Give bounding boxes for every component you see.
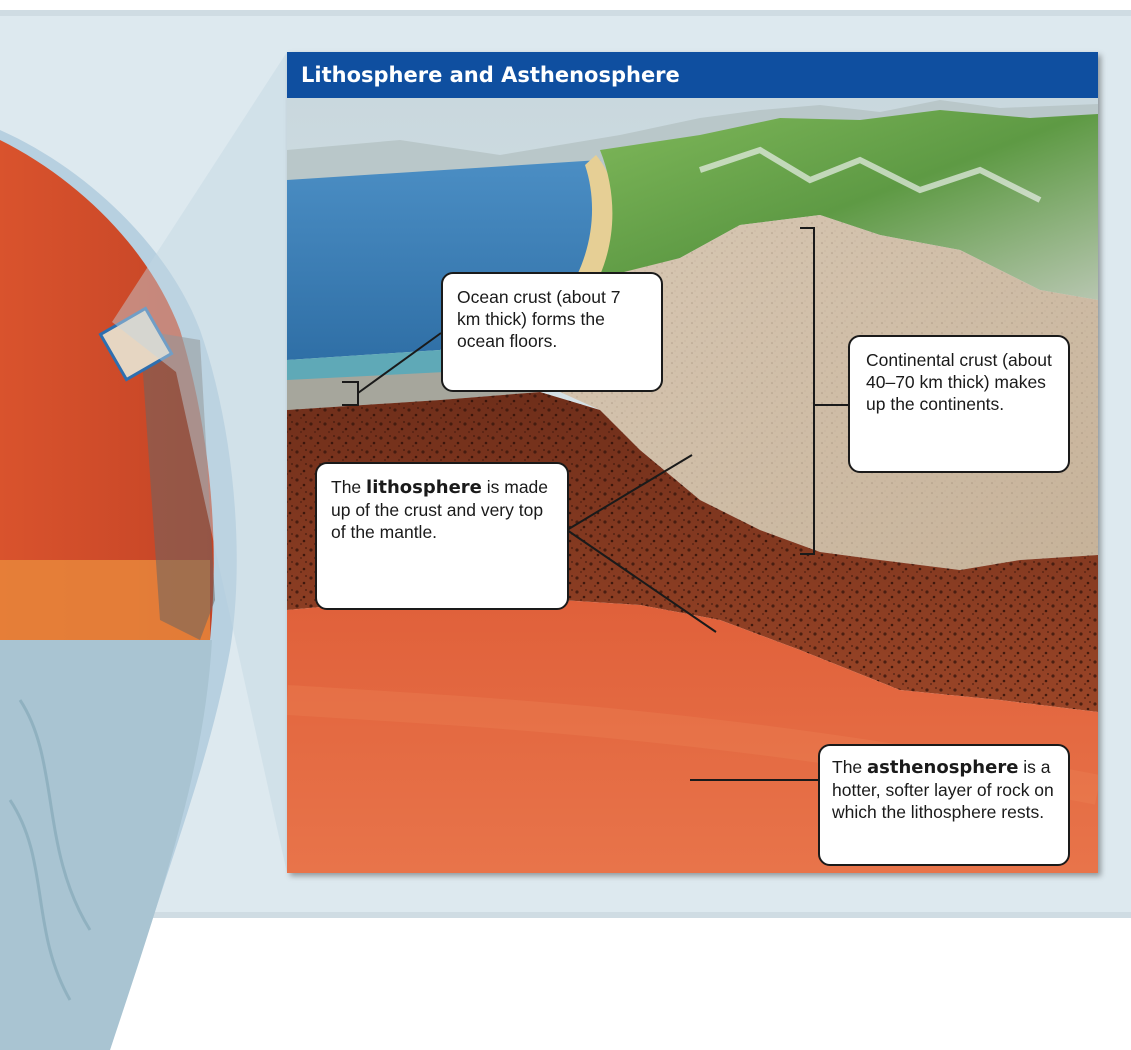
asthenosphere-term: asthenosphere bbox=[867, 757, 1018, 778]
lithosphere-callout-prefix: The bbox=[331, 477, 366, 497]
lithosphere-term: lithosphere bbox=[366, 477, 482, 498]
panel-title: Lithosphere and Asthenosphere bbox=[287, 52, 1098, 98]
asthenosphere-callout: The asthenosphere is a hotter, softer la… bbox=[818, 744, 1070, 866]
ocean-crust-callout: Ocean crust (about 7 km thick) forms the… bbox=[441, 272, 663, 392]
lithosphere-callout: The lithosphere is made up of the crust … bbox=[315, 462, 569, 610]
asthenosphere-callout-prefix: The bbox=[832, 757, 867, 777]
continental-crust-callout: Continental crust (about 40–70 km thick)… bbox=[848, 335, 1070, 473]
